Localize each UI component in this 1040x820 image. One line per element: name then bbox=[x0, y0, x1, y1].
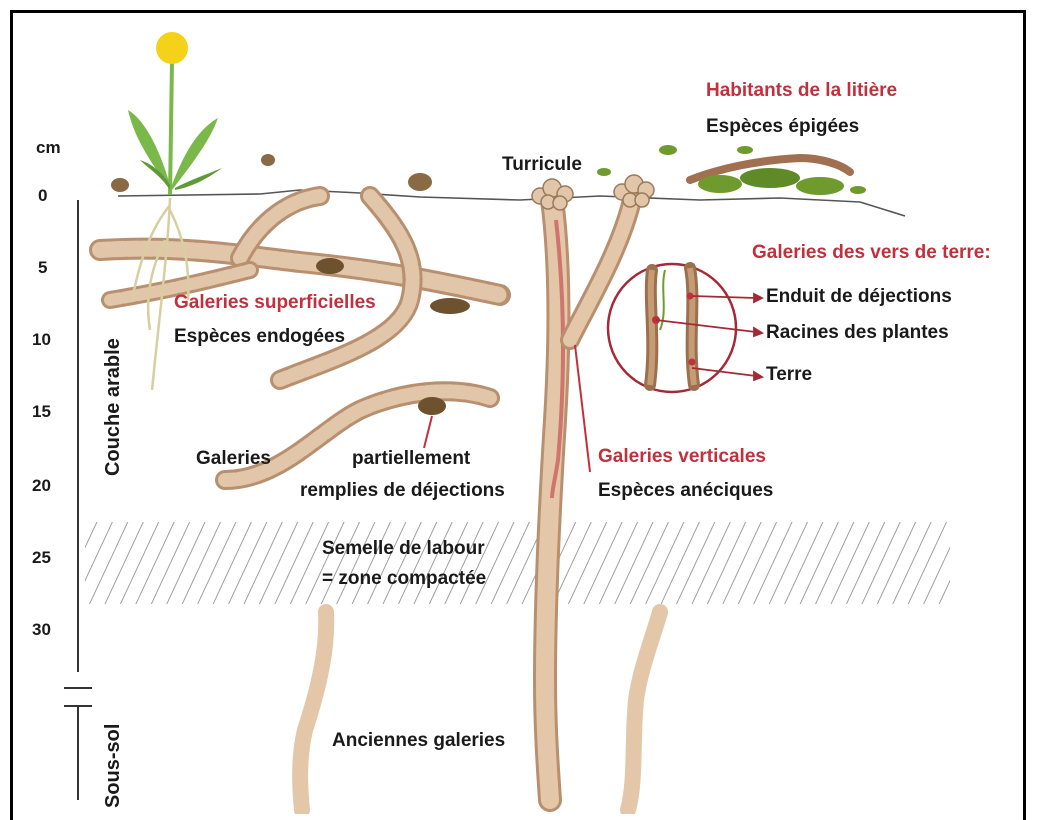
zone-subsoil-label: Sous-sol bbox=[102, 724, 125, 808]
hardpan-label-2: = zone compactée bbox=[322, 568, 486, 591]
gallery-cast-2 bbox=[430, 298, 470, 314]
earthworm-galleries-title: Galeries des vers de terre: bbox=[752, 242, 991, 265]
vertical-galleries-title: Galeries verticales bbox=[598, 446, 766, 469]
hardpan-label-1: Semelle de labour bbox=[322, 538, 485, 561]
gallery-cast-1 bbox=[316, 258, 344, 274]
litter-title: Habitants de la litière bbox=[706, 80, 897, 103]
earthworm-item-roots: Racines des plantes bbox=[766, 322, 949, 345]
cast-label: Turricule bbox=[502, 154, 582, 177]
axis-tick-15: 15 bbox=[32, 402, 51, 422]
axis-tick-25: 25 bbox=[32, 548, 51, 568]
dandelion-flower bbox=[156, 32, 188, 64]
litter-species: Espèces épigées bbox=[706, 116, 859, 139]
axis-tick-0: 0 bbox=[38, 186, 47, 206]
vertical-galleries-species: Espèces anéciques bbox=[598, 480, 773, 503]
axis-tick-20: 20 bbox=[32, 476, 51, 496]
earthworm-item-casts: Enduit de déjections bbox=[766, 286, 952, 309]
gallery-cast-3 bbox=[418, 397, 446, 415]
axis-unit: cm bbox=[36, 138, 61, 158]
axis-tick-30: 30 bbox=[32, 620, 51, 640]
old-burrow-left bbox=[300, 612, 326, 810]
ground-surface bbox=[118, 190, 905, 216]
surface-crumb-2 bbox=[261, 154, 275, 166]
partial-galleries-line1: partiellement bbox=[352, 448, 470, 471]
surface-crumb-1 bbox=[111, 178, 129, 192]
partial-galleries-left: Galeries bbox=[196, 448, 271, 471]
old-burrow-right bbox=[628, 612, 660, 810]
old-burrows-label: Anciennes galeries bbox=[332, 730, 505, 753]
axis-tick-10: 10 bbox=[32, 330, 51, 350]
partial-arrow bbox=[424, 416, 432, 448]
turricule-casts bbox=[532, 175, 654, 210]
earthworm-item-soil: Terre bbox=[766, 364, 812, 387]
zone-topsoil-label: Couche arable bbox=[102, 338, 125, 476]
partial-galleries-line2: remplies de déjections bbox=[300, 480, 505, 503]
axis-tick-5: 5 bbox=[38, 258, 47, 278]
surface-crumb-3 bbox=[408, 173, 432, 191]
vertical-arrow bbox=[575, 345, 590, 472]
surface-galleries-title: Galeries superficielles bbox=[174, 292, 376, 315]
surface-galleries-species: Espèces endogées bbox=[174, 326, 345, 349]
hardpan-zone bbox=[85, 522, 950, 604]
